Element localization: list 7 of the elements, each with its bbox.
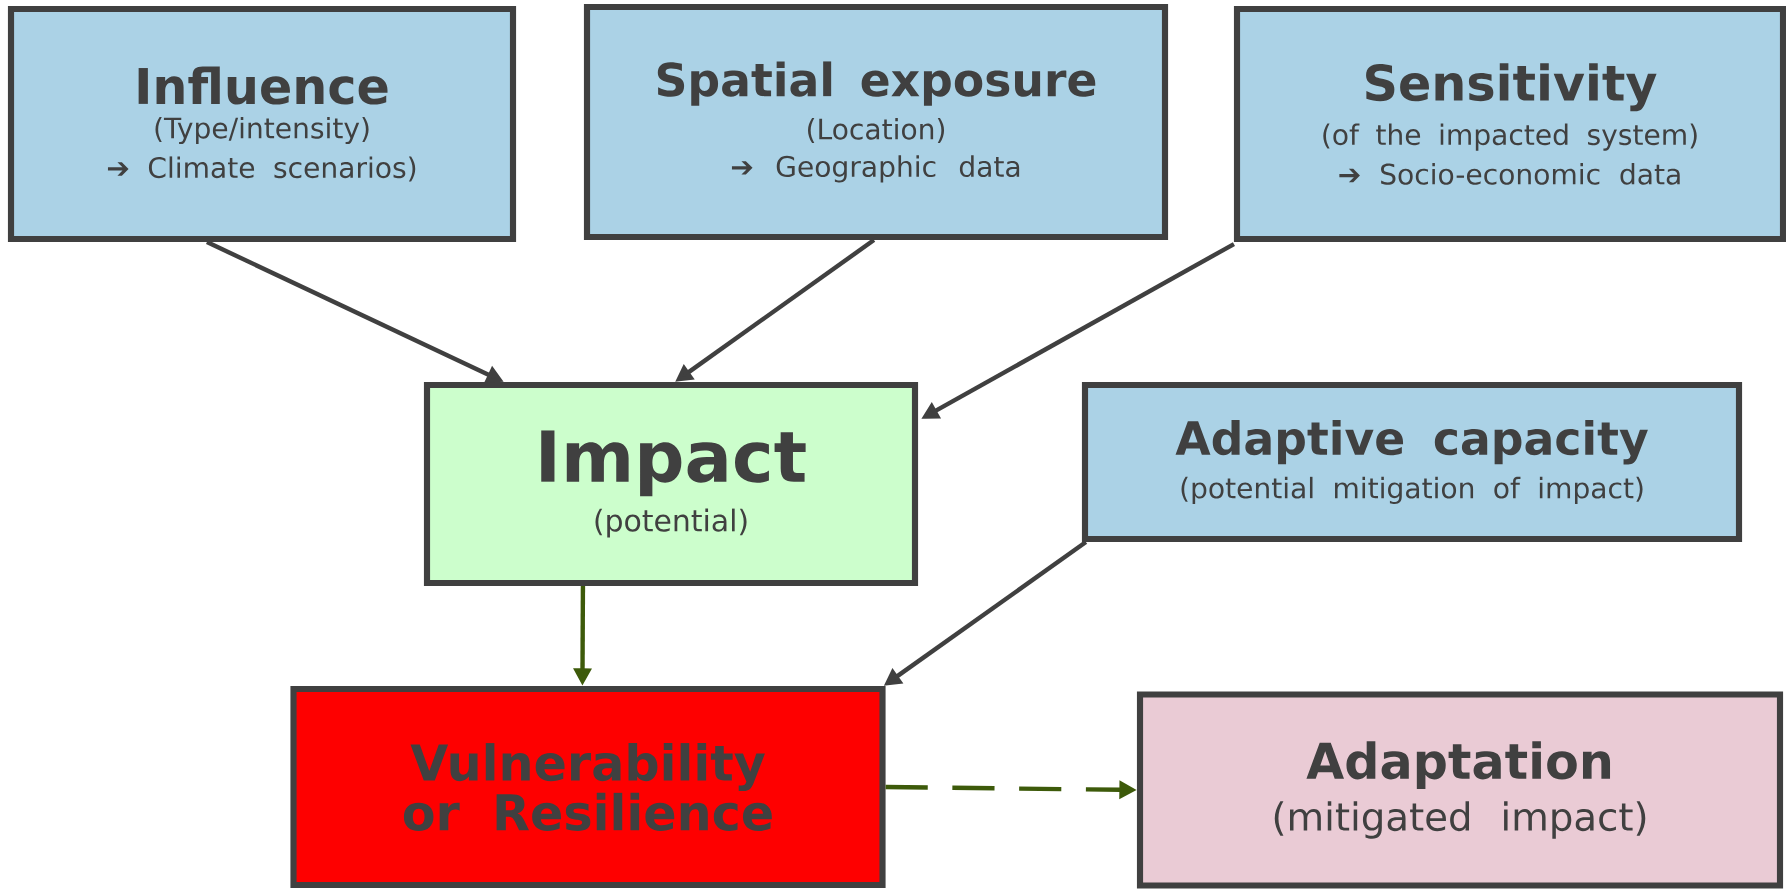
factor-box: Spatial exposure (Location) ➔ Geographic data: [583, 3, 1169, 241]
factor-box: Sensitivity (of the impacted system) ➔ Socio-economic data: [1233, 5, 1786, 243]
adaptation-box: Adaptation (mitigated impact): [1136, 691, 1784, 889]
result-box: Vulnerability or Resilience: [290, 685, 886, 889]
factor-box: Influence (Type/intensity) ➔ Climate scenarios): [7, 5, 517, 243]
impact-box: Impact (potential): [423, 381, 919, 587]
factor-box: Adaptive capacity (potential mitigation of impact): [1081, 381, 1743, 543]
